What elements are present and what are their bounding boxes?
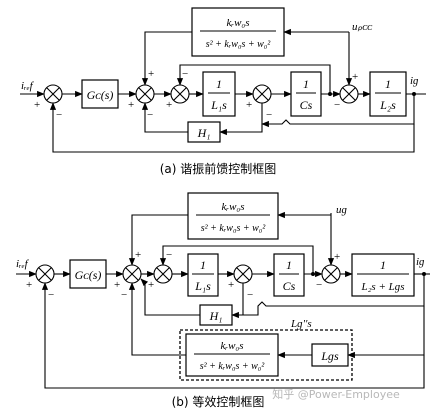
resonant-num-b: kᵣw₀s (221, 201, 244, 213)
l1s-label-b: L₁s (194, 279, 211, 293)
svg-text:+: + (114, 279, 120, 291)
svg-text:+: + (34, 99, 40, 111)
lgs-label: Lɡs (320, 349, 339, 363)
svg-text:−: − (48, 289, 54, 301)
svg-text:−: − (316, 279, 322, 291)
diagram-a: kᵣw₀s s² + kᵣw₀s + w₀² Gᴄ(s) 1 L₁s 1 Cs … (20, 7, 426, 176)
svg-text:−: − (247, 289, 253, 301)
resonant-den-a: s² + kᵣw₀s + w₀² (206, 39, 271, 50)
svg-text:1: 1 (385, 77, 391, 91)
iref-label-a: iᵣₑf (21, 80, 35, 92)
svg-text:1: 1 (200, 258, 206, 272)
svg-text:−: − (121, 289, 127, 301)
svg-text:−: − (182, 68, 188, 80)
svg-text:1: 1 (380, 258, 386, 272)
caption-a: (a) 谐振前馈控制框图 (160, 161, 277, 176)
svg-text:+: + (246, 99, 252, 111)
svg-text:1: 1 (286, 258, 292, 272)
l1s-block-b (187, 253, 219, 297)
ig-label-a: iɡ (410, 75, 419, 87)
l2s-label-a: L₂s (379, 98, 396, 112)
svg-text:+: + (148, 68, 154, 80)
diagram-b: kᵣw₀s s² + kᵣw₀s + w₀² Gᴄ(s) 1 L₁s 1 Cs … (16, 192, 430, 409)
resonant-den-c: s² + kᵣw₀s + w₀² (200, 361, 265, 372)
svg-text:+: + (148, 279, 154, 291)
svg-text:−: − (147, 109, 153, 121)
cs-label-a: Cs (300, 98, 313, 112)
cs-block-b (273, 253, 305, 297)
l1s-label-a: L₁s (210, 98, 227, 112)
l2s-block-a (369, 71, 407, 117)
resonant-block-c (185, 333, 279, 377)
upcc-label: uₚᴄᴄ (352, 21, 373, 33)
svg-text:−: − (334, 99, 340, 111)
l2-lg-label-b: L₂s + Lɡs (360, 281, 404, 293)
resonant-block-b (187, 192, 279, 240)
svg-text:−: − (166, 249, 172, 261)
svg-text:+: + (352, 71, 358, 83)
watermark: 知乎 @Power-Employee (272, 387, 400, 401)
h1-label-a: H₁ (197, 126, 211, 140)
iref-label-b: iᵣₑf (16, 258, 30, 270)
lg-prime-label: Lɡ'′s (290, 318, 312, 330)
gc-label-b: Gᴄ(s) (75, 268, 102, 282)
svg-text:+: + (26, 279, 32, 291)
svg-text:1: 1 (216, 77, 222, 91)
l2-lg-block-b (351, 253, 415, 297)
resonant-num-a: kᵣw₀s (226, 17, 249, 29)
svg-text:+: + (334, 251, 340, 263)
resonant-block-a (191, 7, 285, 57)
svg-text:−: − (266, 109, 272, 121)
svg-text:+: + (128, 99, 134, 111)
h1-label-b: H₁ (209, 309, 223, 323)
caption-b: (b) 等效控制框图 (172, 394, 265, 409)
ug-label: uɡ (336, 204, 348, 216)
svg-text:+: + (166, 99, 172, 111)
cs-label-b: Cs (283, 279, 296, 293)
svg-text:1: 1 (303, 77, 309, 91)
gc-label-a: Gᴄ(s) (87, 88, 114, 102)
svg-text:−: − (56, 109, 62, 121)
ig-label-b: iɡ (416, 256, 425, 268)
svg-text:+: + (135, 249, 141, 261)
svg-text:+: + (228, 279, 234, 291)
resonant-num-c: kᵣw₀s (220, 340, 243, 352)
resonant-den-b: s² + kᵣw₀s + w₀² (201, 223, 266, 234)
